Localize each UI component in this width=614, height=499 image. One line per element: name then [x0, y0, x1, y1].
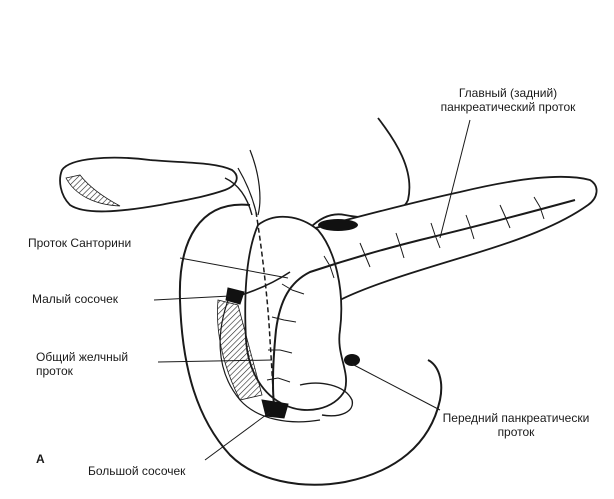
cystic-duct [224, 177, 253, 216]
common-bile-duct-path [255, 211, 275, 409]
duodenum-outline [178, 203, 443, 486]
leader-main-duct [439, 119, 471, 239]
leader-santorini [179, 257, 289, 279]
label-minor-papilla: Малый сосочек [32, 292, 118, 306]
label-santorini-duct: Проток Санторини [28, 236, 132, 250]
leader-bile-duct [157, 359, 273, 363]
gallbladder-shading [65, 174, 121, 207]
leader-anterior-duct [351, 363, 441, 411]
label-common-bile-duct: Общий желчный проток [36, 350, 129, 378]
uncinate-process [299, 382, 354, 417]
upper-duct-mark [318, 219, 358, 231]
label-anterior-duct: Передний панкреатически проток [442, 411, 590, 439]
anterior-duct-mark [344, 354, 360, 366]
duodenal-wall-hatching [217, 299, 263, 401]
label-main-duct: Главный (задний) панкреатический проток [440, 86, 576, 114]
stomach-left-wall [249, 149, 261, 216]
duct-side-branches [266, 196, 545, 383]
leader-lines [153, 119, 471, 461]
main-pancreatic-duct [271, 199, 576, 406]
figure-letter: А [36, 452, 45, 466]
leader-minor-papilla [153, 295, 231, 301]
leader-major-papilla [204, 411, 271, 461]
hepatic-duct [237, 167, 257, 213]
pancreas-body-tail [299, 175, 598, 305]
label-major-papilla: Большой сосочек [88, 464, 186, 478]
